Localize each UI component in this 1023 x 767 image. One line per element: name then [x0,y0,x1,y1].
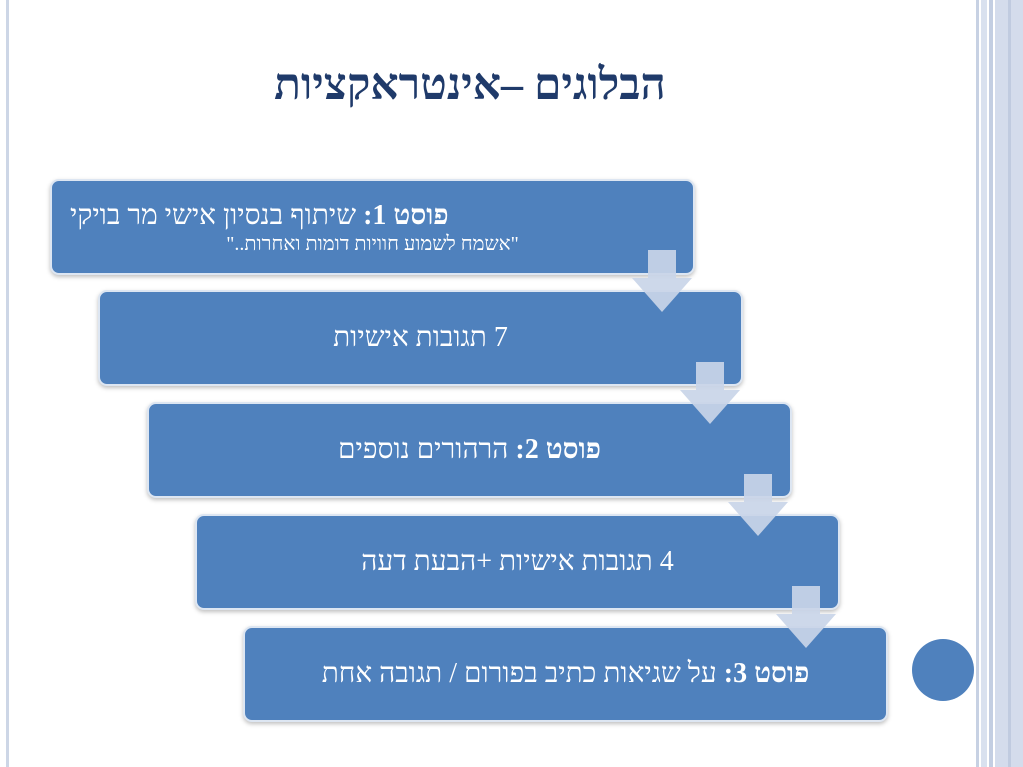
step-5-line: פוסט 3: על שגיאות כתיב בפורום / תגובה אח… [322,657,810,691]
step-3-text: הרהורים נוספים [338,434,516,465]
step-1-line: פוסט 1: שיתוף בנסיון אישי מר בויקי [70,199,449,233]
step-1-bold: פוסט 1: [363,200,449,231]
step-2-text: 7 תגובות אישיות [333,322,508,353]
step-3-line: פוסט 2: הרהורים נוספים [338,433,601,467]
right-border-stripe [981,0,987,767]
right-border-stripe [1008,0,1011,767]
right-border-stripe [989,0,993,767]
step-box-post-2: פוסט 2: הרהורים נוספים [147,402,792,498]
right-border-stripe [976,0,979,767]
step-5-text: על שגיאות כתיב בפורום / תגובה אחת [321,658,724,689]
down-arrow-icon [632,250,692,312]
step-1-subtext: "אשמח לשמוע חוויות דומות ואחרות.." [226,233,519,255]
down-arrow-icon [776,586,836,648]
step-box-replies-4: 4 תגובות אישיות +הבעת דעה [195,514,840,610]
step-box-replies-7: 7 תגובות אישיות [98,290,743,386]
left-border-line [6,0,9,767]
step-box-post-3: פוסט 3: על שגיאות כתיב בפורום / תגובה אח… [243,626,888,722]
step-5-bold: פוסט 3: [723,658,810,689]
down-arrow-icon [680,362,740,424]
step-1-text: שיתוף בנסיון אישי מר בויקי [70,200,364,231]
slide-title: הבלוגים –אינטראקציות [274,60,666,109]
down-arrow-icon [728,474,788,536]
decorative-circle [912,639,974,701]
step-box-post-1: פוסט 1: שיתוף בנסיון אישי מר בויקי "אשמח… [50,179,695,275]
step-3-bold: פוסט 2: [515,434,601,465]
step-4-text: 4 תגובות אישיות +הבעת דעה [361,546,674,577]
